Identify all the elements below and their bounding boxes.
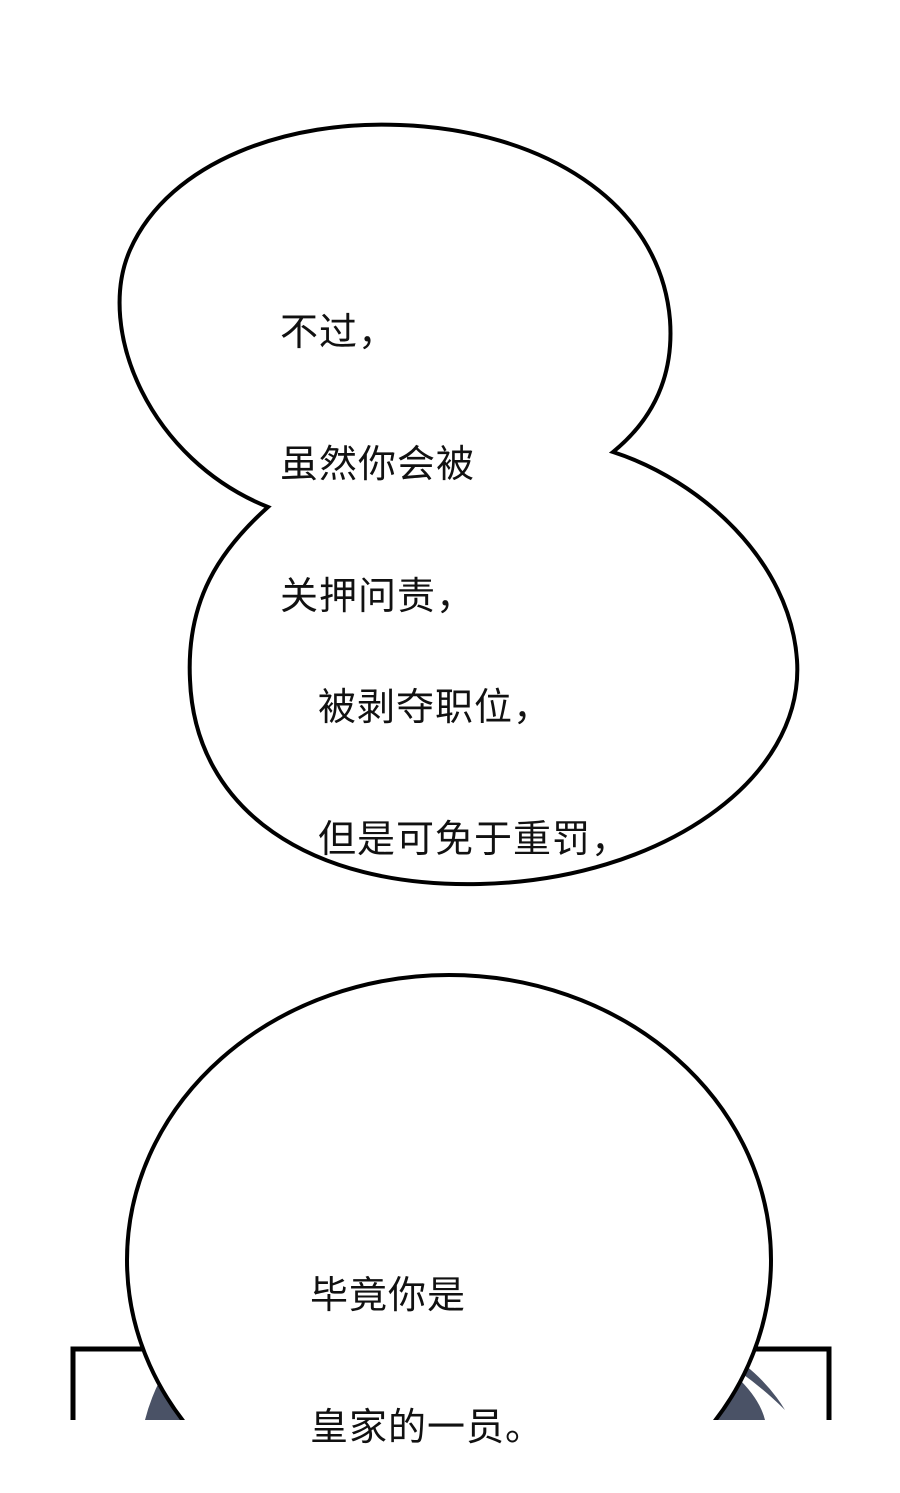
bubble-3-text: 毕竟你是 皇家的一员。 (310, 1185, 544, 1493)
bubble-2-line-1: 被剥夺职位， (318, 685, 553, 729)
bubble-2-text: 被剥夺职位， 但是可免于重罚， (318, 597, 630, 905)
bubble-1-line-2: 虽然你会被 (280, 442, 476, 486)
bubble-3-line-2: 皇家的一员。 (310, 1405, 545, 1449)
bubble-1-line-3: 关押问责， (280, 574, 476, 618)
speech-bubble-3 (125, 973, 773, 1420)
comic-panel-art (70, 122, 832, 1420)
bubble-1-line-1: 不过， (280, 310, 398, 354)
bubble-3-line-1: 毕竟你是 (310, 1273, 467, 1317)
bubble-1-text: 不过， 虽然你会被 关押问责， (280, 222, 475, 662)
figure-strand-right (740, 1365, 785, 1410)
bubble-2-line-2: 但是可免于重罚， (318, 817, 631, 861)
speech-bubble-merged (117, 122, 800, 887)
